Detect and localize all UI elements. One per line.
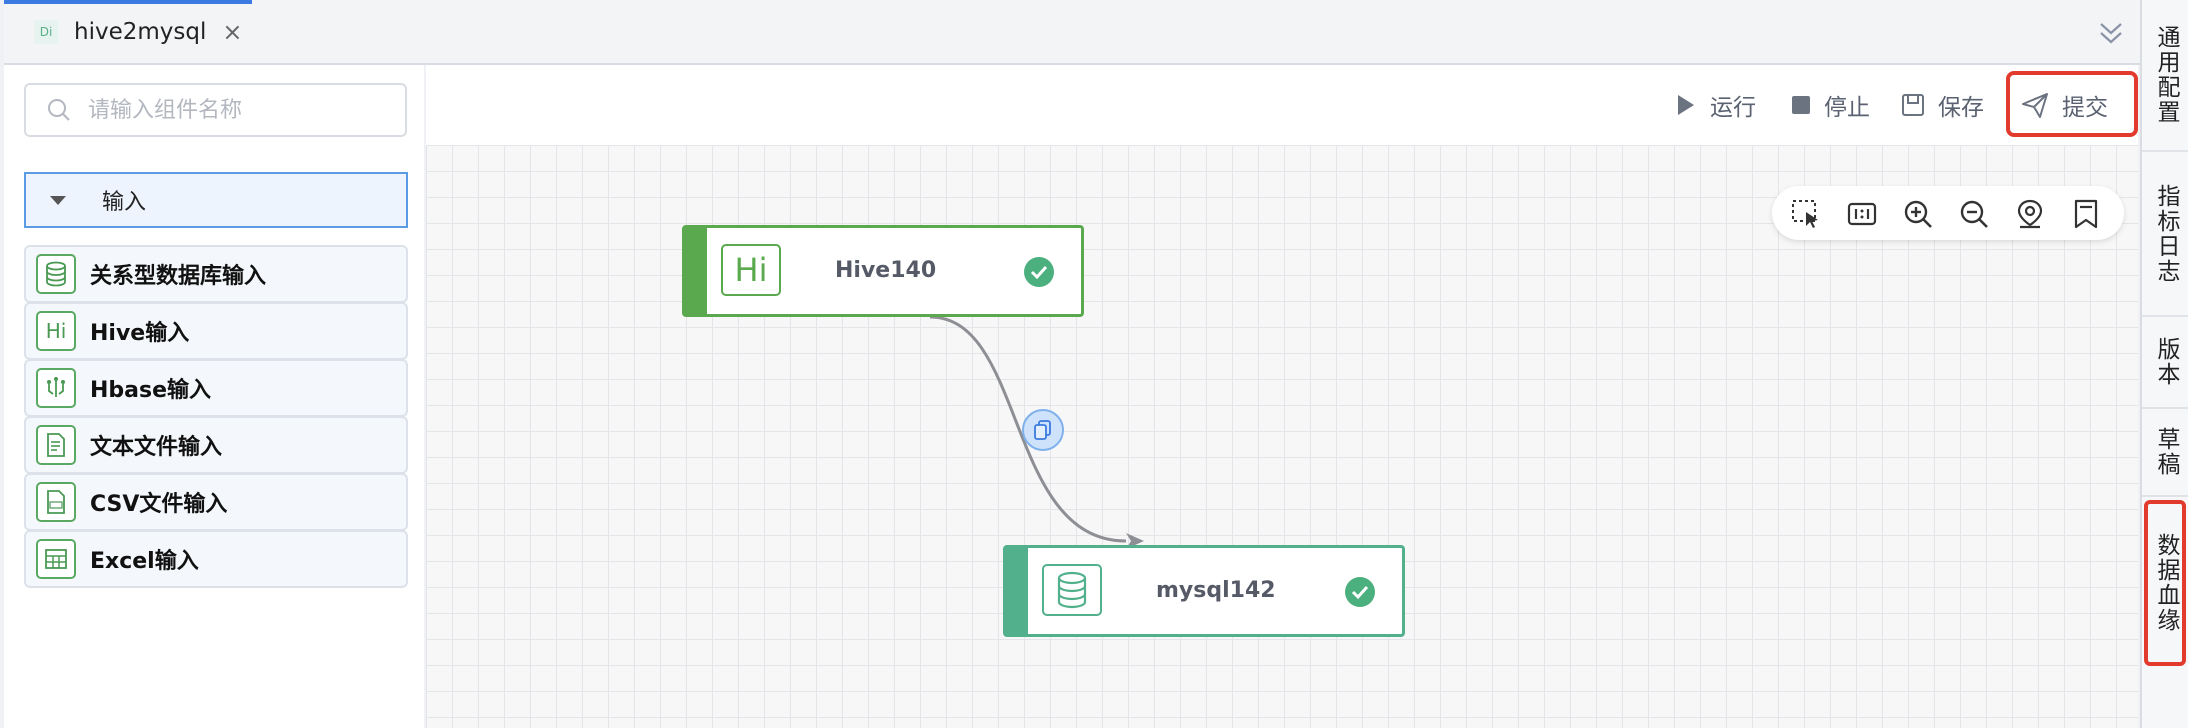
component-panel: 输入 关系型数据库输入 Hi Hive输入: [4, 65, 424, 728]
hbase-icon: [36, 368, 76, 408]
component-item-hive[interactable]: Hi Hive输入: [24, 302, 408, 360]
group-label: 输入: [102, 190, 147, 215]
component-label: Hive输入: [90, 321, 190, 346]
csv-file-icon: [36, 482, 76, 522]
sidebar-item-metric-log[interactable]: 指标日志: [2142, 152, 2188, 317]
file-type-icon: Di: [34, 20, 58, 44]
select-area-icon[interactable]: [1790, 198, 1822, 230]
component-item-excel[interactable]: Excel输入: [24, 530, 408, 588]
save-button[interactable]: 保存: [1900, 87, 1984, 123]
tab-hive2mysql[interactable]: Di hive2mysql ×: [34, 12, 242, 52]
canvas-tools: [1772, 186, 2124, 240]
save-label: 保存: [1938, 95, 1984, 121]
hive-icon: Hi: [36, 311, 76, 351]
active-tab-indicator: [4, 0, 252, 4]
hive-icon: Hi: [721, 244, 781, 296]
caret-down-icon: [50, 195, 66, 205]
node-mysql142[interactable]: mysql142: [1003, 545, 1405, 637]
right-sidebar: 通用配置 指标日志 版本 草稿 数据血缘: [2140, 0, 2188, 728]
zoom-out-icon[interactable]: [1958, 198, 1990, 230]
save-icon: [1902, 94, 1924, 116]
submit-highlight-box: [2006, 71, 2138, 137]
sidebar-item-general-config[interactable]: 通用配置: [2142, 0, 2188, 152]
search-icon: [48, 99, 70, 121]
stop-button[interactable]: 停止: [1790, 87, 1870, 123]
send-icon: [2022, 93, 2048, 118]
group-input-header[interactable]: 输入: [24, 172, 408, 228]
zoom-in-icon[interactable]: [1902, 198, 1934, 230]
component-label: Hbase输入: [90, 378, 212, 403]
submit-label: 提交: [2062, 95, 2108, 121]
component-item-hbase[interactable]: Hbase输入: [24, 359, 408, 417]
edge-copy-icon[interactable]: [1022, 409, 1064, 451]
stop-icon: [1792, 96, 1810, 114]
check-circle-icon: [1024, 257, 1054, 287]
search-input[interactable]: [86, 96, 390, 124]
database-icon: [1042, 564, 1102, 616]
sidebar-item-data-lineage[interactable]: 数据血缘: [2153, 533, 2179, 633]
component-label: Excel输入: [90, 549, 199, 574]
node-status-bar: [1006, 548, 1028, 634]
fit-1-1-icon[interactable]: [1846, 198, 1878, 230]
database-icon: [36, 254, 76, 294]
bookmark-icon[interactable]: [2070, 198, 2102, 230]
close-icon[interactable]: ×: [222, 18, 243, 46]
excel-table-icon: [36, 539, 76, 579]
canvas-toolbar: 运行 停止 保存 提交: [426, 65, 2138, 145]
play-icon: [1678, 95, 1694, 115]
text-file-icon: [36, 425, 76, 465]
node-hive140[interactable]: Hi Hive140: [682, 225, 1084, 317]
chevron-double-down-icon[interactable]: [2096, 18, 2126, 48]
component-label: 关系型数据库输入: [90, 264, 267, 289]
stop-label: 停止: [1824, 95, 1870, 121]
lineage-highlight-box: [2144, 500, 2186, 666]
component-item-relational-db[interactable]: 关系型数据库输入: [24, 245, 408, 303]
submit-button[interactable]: 提交: [2020, 87, 2108, 123]
component-item-text-file[interactable]: 文本文件输入: [24, 416, 408, 474]
tab-bar: Di hive2mysql ×: [4, 0, 2144, 65]
sidebar-item-draft[interactable]: 草稿: [2142, 409, 2188, 497]
run-label: 运行: [1710, 95, 1756, 121]
tab-title: hive2mysql: [74, 19, 207, 45]
check-circle-icon: [1345, 577, 1375, 607]
node-label: mysql142: [1156, 578, 1276, 603]
node-label: Hive140: [835, 258, 937, 283]
node-status-bar: [685, 228, 707, 314]
sidebar-item-version[interactable]: 版本: [2142, 317, 2188, 409]
component-search: [24, 83, 407, 137]
component-label: CSV文件输入: [90, 492, 228, 517]
locate-icon[interactable]: [2014, 198, 2046, 230]
run-button[interactable]: 运行: [1672, 87, 1756, 123]
component-label: 文本文件输入: [90, 435, 223, 460]
component-item-csv-file[interactable]: CSV文件输入: [24, 473, 408, 531]
